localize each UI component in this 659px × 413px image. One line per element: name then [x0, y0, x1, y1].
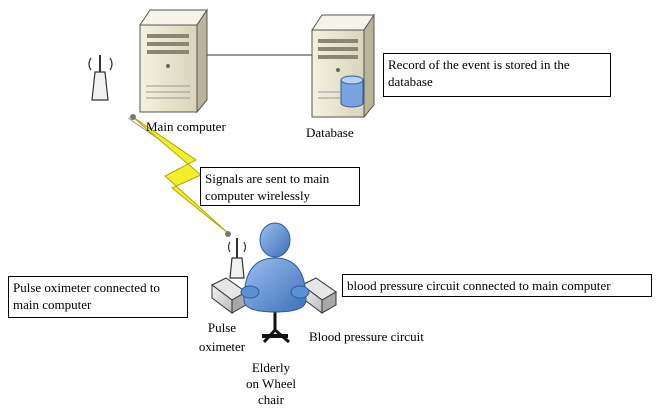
- pulse-oximeter-label-line1: Pulse: [207, 320, 237, 335]
- wireless-signal-icon: [127, 114, 231, 237]
- signals-note-text: Signals are sent to main computer wirele…: [205, 171, 330, 203]
- pulse-oximeter-label-line2: oximeter: [198, 339, 246, 354]
- blood-pressure-circuit-label: Blood pressure circuit: [309, 329, 424, 344]
- bp-note-text: blood pressure circuit connected to main…: [347, 278, 611, 293]
- signals-note-box: Signals are sent to main computer wirele…: [200, 167, 360, 206]
- record-note-box: Record of the event is stored in the dat…: [383, 53, 611, 97]
- patient-antenna-icon: [227, 238, 247, 279]
- main-computer-icon: [139, 8, 208, 114]
- pulse-oximeter-note-text: Pulse oximeter connected to main compute…: [13, 280, 160, 312]
- elderly-label-line3: chair: [258, 392, 284, 407]
- pulse-oximeter-device-icon: [211, 277, 247, 314]
- database-cylinder-icon: [340, 75, 364, 108]
- elderly-person-icon: [240, 222, 310, 344]
- record-note-text: Record of the event is stored in the dat…: [388, 57, 570, 89]
- pulse-oximeter-note-box: Pulse oximeter connected to main compute…: [8, 276, 188, 318]
- bp-note-box: blood pressure circuit connected to main…: [342, 274, 652, 297]
- main-computer-antenna-icon: [88, 55, 113, 101]
- elderly-label: Elderly on Wheel chair: [236, 360, 306, 408]
- elderly-label-line2: on Wheel: [246, 376, 296, 391]
- main-computer-label: Main computer: [146, 119, 226, 134]
- pulse-oximeter-label: Pulse oximeter: [192, 320, 252, 355]
- elderly-label-line1: Elderly: [251, 360, 291, 375]
- database-label: Database: [306, 125, 354, 140]
